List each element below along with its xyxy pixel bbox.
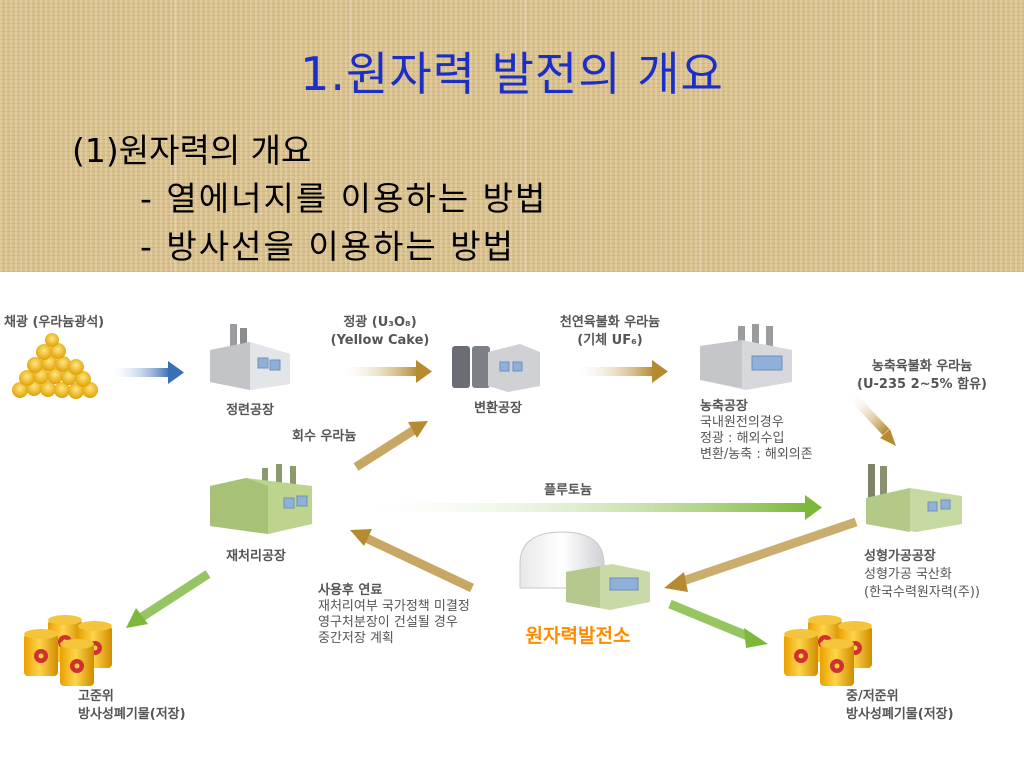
slide-title: 1.원자력 발전의 개요 bbox=[300, 47, 724, 101]
wood-texture-background bbox=[0, 0, 1024, 272]
nuclear-fuel-cycle-diagram: 채광 (우라늄광석) 정련공장 변환공장 정광 (U₃O₈) (Yellow C… bbox=[4, 314, 987, 722]
enrichment-label: 농축공장 bbox=[700, 398, 748, 414]
enriched-uf6-sublabel: (U-235 2~5% 함유) bbox=[857, 376, 987, 392]
yellowcake-label: 정광 (U₃O₈) bbox=[343, 314, 416, 330]
enrichment-note: 변환/농축 : 해외의존 bbox=[700, 447, 813, 462]
fabrication-note: 성형가공 국산화 bbox=[864, 567, 952, 582]
enrichment-plant-icon bbox=[700, 324, 792, 390]
spent-fuel-note: 재처리여부 국가정책 미결정 bbox=[318, 599, 470, 614]
arrow-plutonium bbox=[345, 495, 822, 520]
fabrication-label: 성형가공공장 bbox=[864, 548, 936, 564]
enriched-uf6-label: 농축육불화 우라늄 bbox=[872, 358, 972, 374]
low-level-waste-label: 중/저준위 bbox=[846, 689, 899, 704]
enrichment-note: 정광 : 해외수입 bbox=[700, 431, 784, 446]
spent-fuel-note: 영구처분장이 건설될 경우 bbox=[318, 615, 458, 630]
bullet-item: - 방사선을 이용하는 방법 bbox=[140, 227, 515, 266]
low-level-waste-sublabel: 방사성폐기물(저장) bbox=[846, 706, 954, 722]
spent-fuel-note: 중간저장 계획 bbox=[318, 631, 394, 646]
arrow-conversion-to-enrichment bbox=[572, 360, 668, 383]
arrow-recovered-uranium bbox=[353, 421, 428, 471]
reprocessing-plant-icon bbox=[210, 464, 312, 534]
spent-fuel-label: 사용후 연료 bbox=[318, 582, 382, 598]
fuel-fabrication-plant-icon bbox=[866, 464, 962, 532]
refinery-label: 정련공장 bbox=[226, 402, 274, 418]
arrow-reprocessing-to-high-waste bbox=[126, 570, 211, 628]
arrow-fabrication-to-powerplant bbox=[664, 517, 858, 592]
power-plant-label: 원자력발전소 bbox=[526, 625, 631, 647]
yellowcake-sublabel: (Yellow Cake) bbox=[331, 333, 430, 348]
nuclear-power-plant-icon bbox=[519, 531, 650, 610]
natural-uf6-sublabel: (기체 UF₆) bbox=[577, 333, 642, 348]
conversion-plant-icon bbox=[452, 344, 540, 392]
enrichment-note: 국내원전의경우 bbox=[700, 415, 784, 430]
arrow-enrichment-to-fabrication bbox=[846, 390, 896, 446]
arrow-powerplant-to-low-waste bbox=[668, 599, 768, 648]
mining-label: 채광 (우라늄광석) bbox=[4, 314, 104, 330]
fabrication-note: (한국수력원자력(주)) bbox=[864, 585, 980, 600]
uranium-ore-pile-icon bbox=[12, 333, 98, 399]
high-level-waste-label: 고준위 bbox=[78, 689, 114, 704]
refinery-factory-icon bbox=[210, 324, 290, 390]
arrow-spent-fuel-to-reprocessing bbox=[350, 529, 474, 593]
high-level-waste-barrels-icon bbox=[24, 615, 112, 686]
natural-uf6-label: 천연육불화 우라늄 bbox=[560, 314, 660, 330]
plutonium-label: 플루토늄 bbox=[544, 483, 592, 498]
recovered-uranium-label: 회수 우라늄 bbox=[292, 428, 356, 444]
bullet-item: - 열에너지를 이용하는 방법 bbox=[140, 179, 548, 218]
high-level-waste-sublabel: 방사성폐기물(저장) bbox=[78, 706, 186, 722]
reprocessing-label: 재처리공장 bbox=[226, 548, 286, 564]
arrow-refinery-to-conversion bbox=[338, 360, 432, 383]
conversion-label: 변환공장 bbox=[474, 400, 522, 416]
arrow-mining-to-refinery bbox=[108, 361, 184, 384]
section-heading: (1)원자력의 개요 bbox=[72, 131, 312, 170]
low-level-waste-barrels-icon bbox=[784, 615, 872, 686]
